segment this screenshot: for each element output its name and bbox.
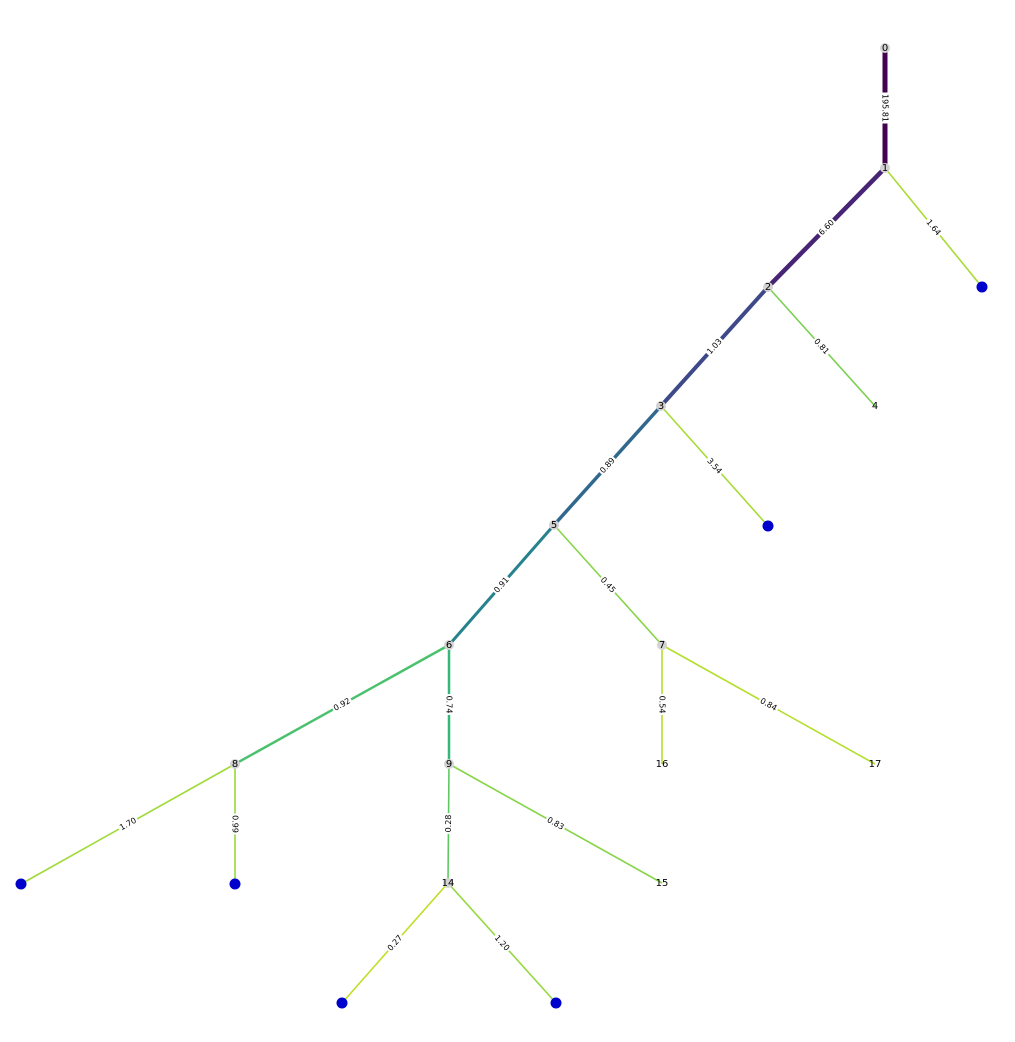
node-marker — [763, 282, 773, 292]
node-marker — [444, 759, 454, 769]
node-leaf-b — [762, 520, 774, 532]
edge-label-background — [810, 335, 833, 358]
node-n17: 17 — [869, 759, 882, 770]
edge-label-background — [597, 573, 619, 597]
edge-weight-label: 0.54 — [658, 696, 667, 714]
edge-label-background — [815, 216, 838, 239]
node-leaf-c — [15, 878, 27, 890]
edge-label-group: 0.92 — [330, 695, 354, 714]
node-label: 8 — [232, 759, 238, 770]
edge-weight-label: 0.99 — [231, 815, 240, 833]
node-label: 1 — [882, 163, 888, 174]
node-n9: 9 — [444, 759, 454, 770]
node-n4: 4 — [872, 401, 878, 412]
node-label: 15 — [656, 878, 669, 889]
node-n8: 8 — [230, 759, 240, 770]
node-label: 7 — [659, 640, 665, 651]
edge-label-group: 0.84 — [756, 695, 781, 714]
node-n2: 2 — [763, 282, 773, 293]
edges-layer — [20, 48, 983, 1004]
edge-label-group: 0.74 — [444, 694, 454, 715]
edge-label-background — [880, 92, 890, 124]
node-marker — [444, 640, 454, 650]
node-leaf-e — [336, 997, 348, 1009]
node-n1: 1 — [880, 163, 890, 174]
node-label: 6 — [446, 640, 452, 651]
node-label: 16 — [656, 759, 669, 770]
edge-label-group: 1.70 — [116, 814, 140, 834]
edge-label-background — [384, 931, 406, 955]
leaf-node-marker — [336, 997, 348, 1009]
node-marker — [880, 43, 890, 53]
edge-label-group: 0.54 — [657, 694, 667, 715]
node-label: 0 — [882, 43, 888, 54]
node-n16: 16 — [656, 759, 669, 770]
node-leaf-a — [976, 281, 988, 293]
edge-label-background — [116, 814, 140, 834]
node-n0: 0 — [880, 43, 890, 54]
edge-label-background — [596, 454, 619, 477]
edge-label-background — [756, 695, 781, 714]
node-n5: 5 — [549, 520, 559, 531]
leaf-node-marker — [976, 281, 988, 293]
node-marker — [443, 878, 453, 888]
node-label: 9 — [446, 759, 452, 770]
node-label: 3 — [658, 401, 664, 412]
edge-label-background — [491, 931, 513, 955]
node-marker — [880, 163, 890, 173]
node-label: 5 — [551, 520, 557, 531]
node-marker — [549, 520, 559, 530]
leaf-node-marker — [550, 997, 562, 1009]
node-n7: 7 — [657, 640, 667, 651]
nodes-layer: 0 1 2 3 4 5 6 7 8 9 14 15 16 17 — [15, 43, 988, 1009]
node-n6: 6 — [444, 640, 454, 651]
node-leaf-f — [550, 997, 562, 1009]
node-n14: 14 — [442, 878, 455, 889]
leaf-node-marker — [762, 520, 774, 532]
edge-label-background — [543, 814, 568, 833]
edge-weight-label: 0.28 — [444, 815, 453, 833]
node-n15: 15 — [656, 878, 669, 889]
node-label: 2 — [765, 282, 771, 293]
node-marker — [230, 759, 240, 769]
node-marker — [657, 640, 667, 650]
node-marker — [656, 401, 666, 411]
node-n3: 3 — [656, 401, 666, 412]
node-label: 4 — [872, 401, 878, 412]
leaf-node-marker — [229, 878, 241, 890]
edge-label-background — [444, 694, 454, 715]
edge-label-background — [703, 454, 726, 478]
edge-label-background — [443, 813, 454, 834]
edge-label-background — [490, 573, 513, 597]
edge-label-background — [330, 695, 354, 714]
leaf-node-marker — [15, 878, 27, 890]
edge-label-background — [923, 216, 944, 239]
edge-weight-label: 195.81 — [881, 94, 890, 122]
edge-label-background — [657, 694, 667, 715]
edge-weight-label: 0.74 — [445, 696, 454, 714]
edge-label-group: 195.81 — [880, 92, 890, 124]
node-label: 17 — [869, 759, 882, 770]
edge-label-group: 0.28 — [443, 813, 454, 834]
node-leaf-d — [229, 878, 241, 890]
edge-label-group: 0.83 — [543, 814, 568, 833]
edge-label-background — [230, 813, 240, 835]
edge-label-background — [703, 335, 726, 358]
edge-label-group: 0.99 — [230, 813, 240, 835]
node-label: 14 — [442, 878, 455, 889]
